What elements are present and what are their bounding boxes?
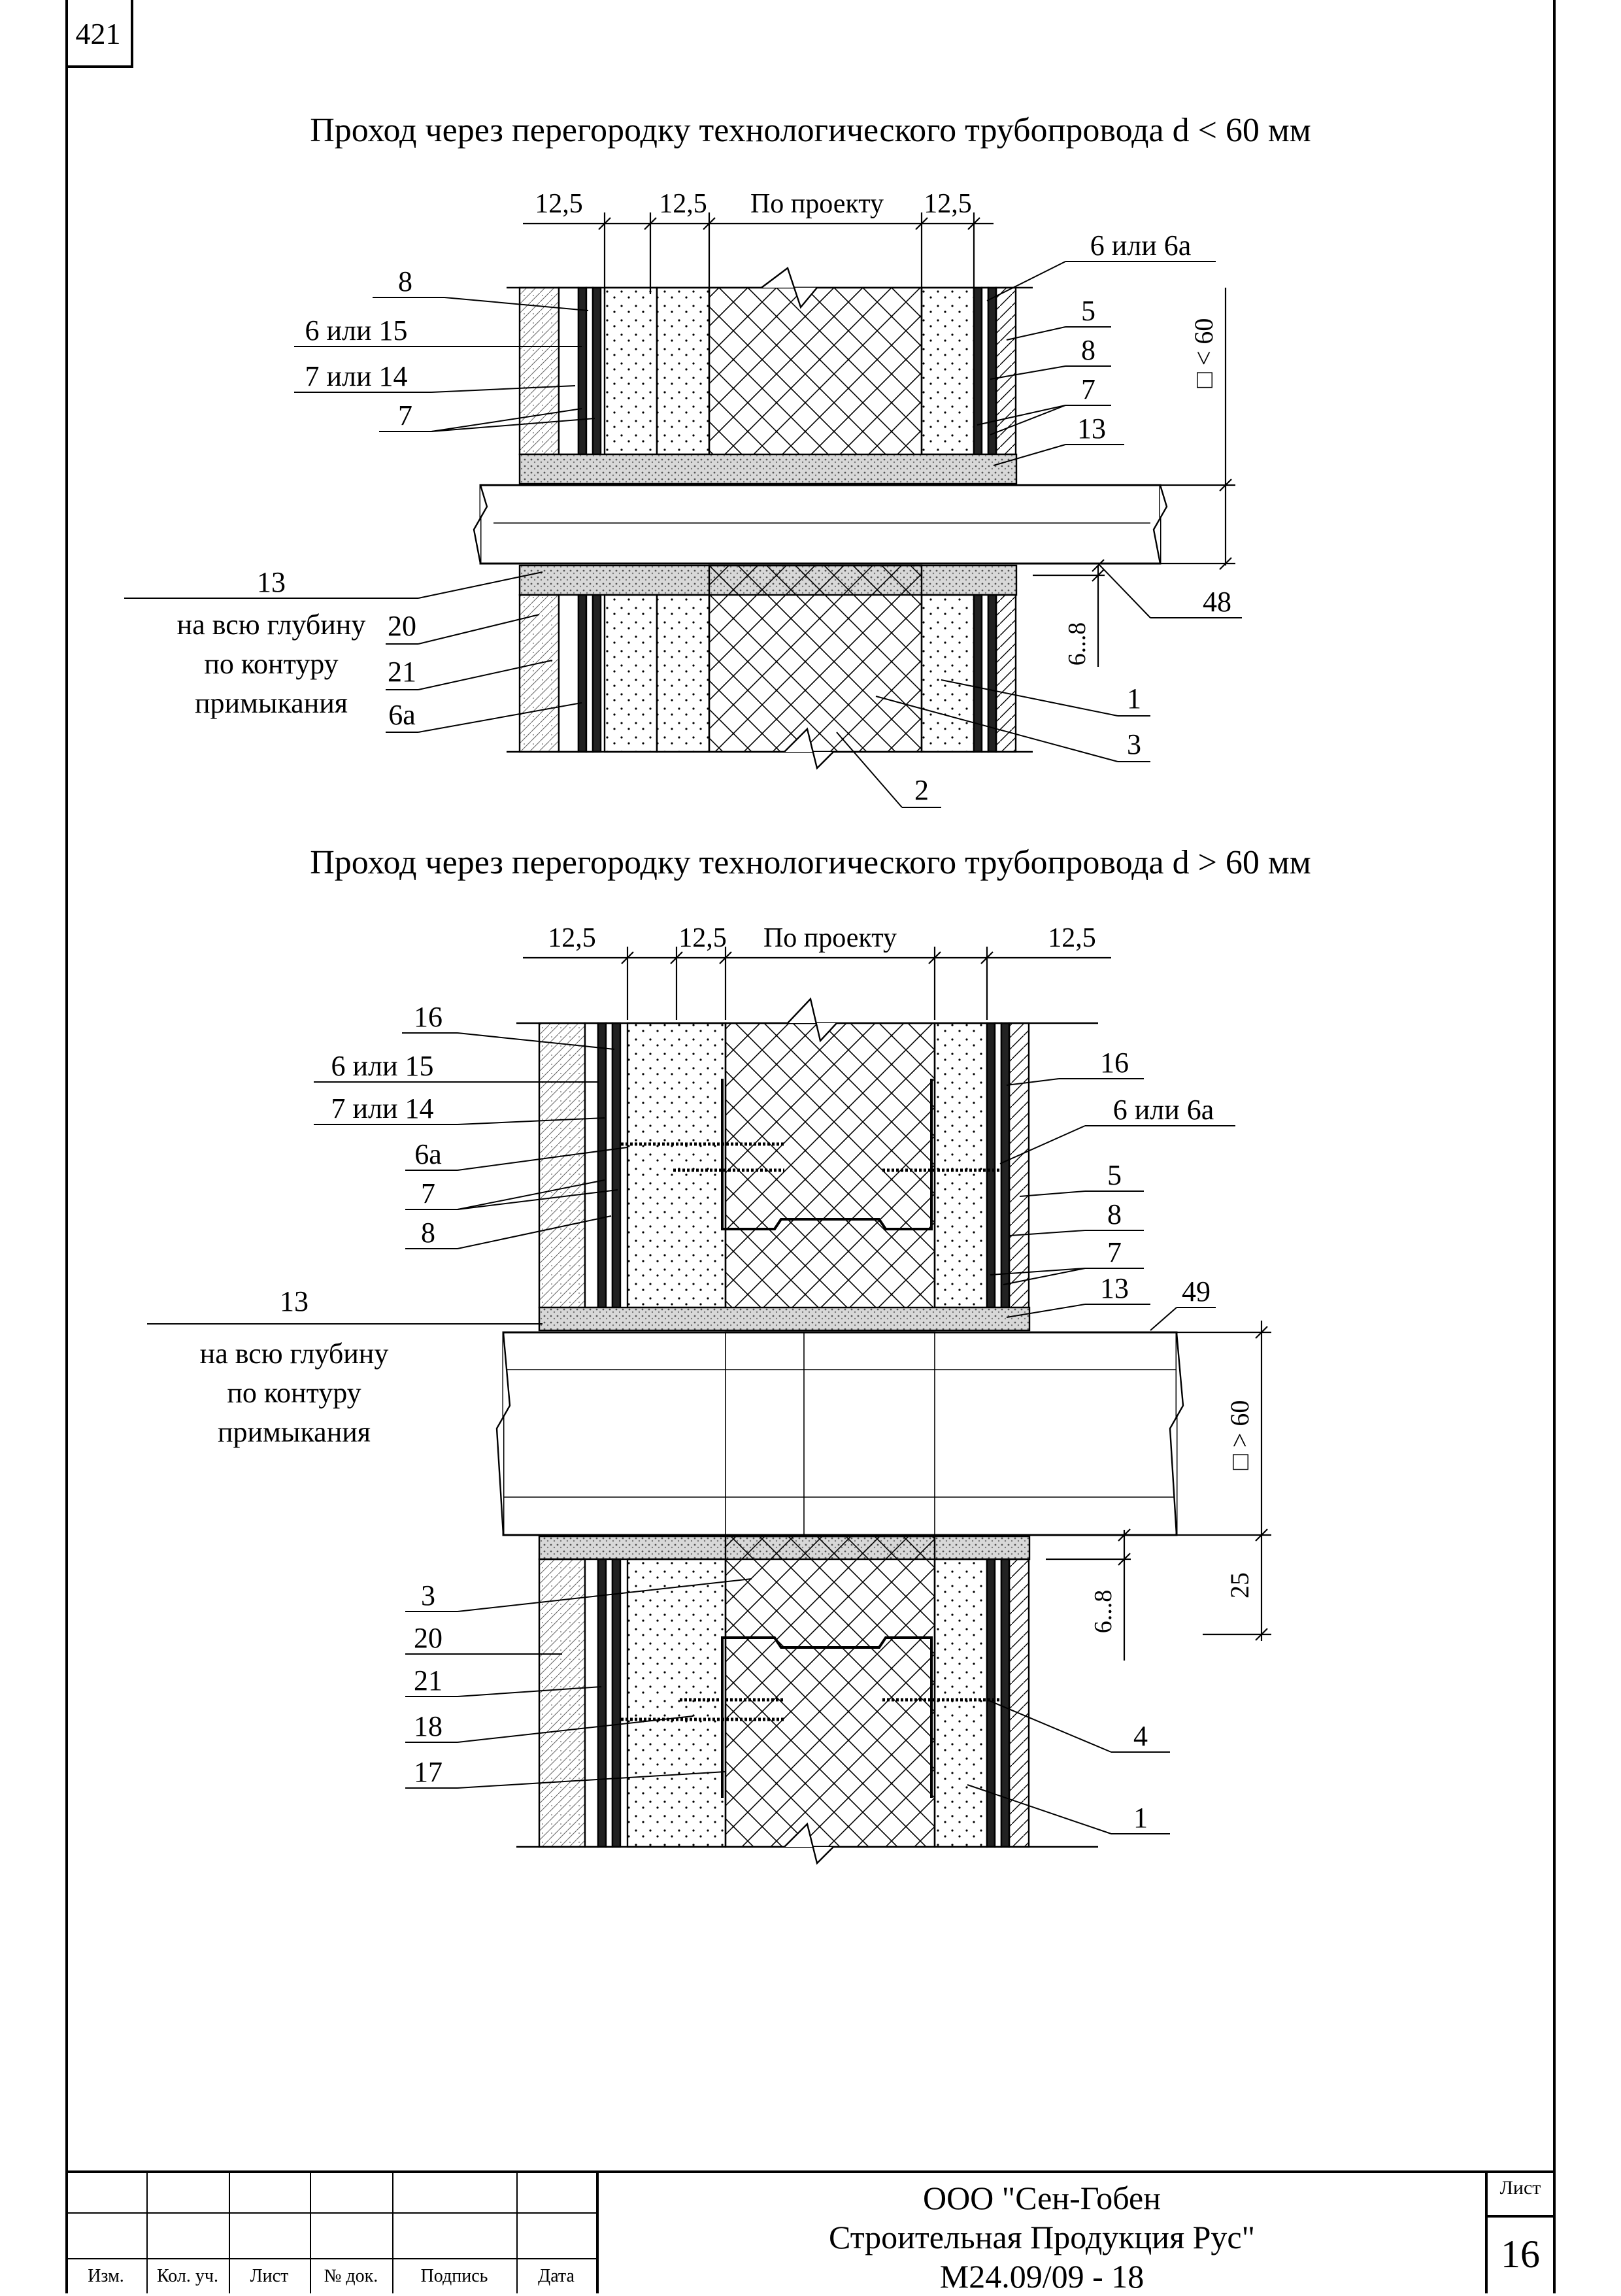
s2-vdim-3: 6...8 <box>1090 1590 1117 1634</box>
s2-lower-left-5: 17 <box>414 1756 443 1788</box>
s2-right-callout-6: 13 <box>1100 1272 1129 1304</box>
s2-vdim-2: 25 <box>1225 1572 1254 1598</box>
section-drawings: 12,5 12,5 По проекту 12,5 <box>124 189 1271 1865</box>
s1-lower-left-20: 20 <box>388 610 416 642</box>
s1-right-callout-3: 8 <box>1081 334 1095 366</box>
section1-title: Проход через перегородку технологическог… <box>310 112 1311 149</box>
s2-right-callout-2: 6 или 6а <box>1113 1094 1214 1126</box>
s1-lower-right-48: 48 <box>1203 586 1231 618</box>
s2-dim-2: 12,5 <box>678 923 727 953</box>
s1-lower-right-3: 3 <box>1127 728 1141 760</box>
s2-lower-right-4: 4 <box>1133 1720 1148 1752</box>
s1-left-callout-4: 7 <box>398 399 412 431</box>
s1-right-callout-4: 7 <box>1081 373 1095 405</box>
page-number: 421 <box>65 0 133 68</box>
s2-lower-left-3: 21 <box>414 1664 443 1697</box>
company-block: ООО "Сен-Гобен Строительная Продукция Ру… <box>599 2173 1485 2295</box>
s2-right-callout-3: 5 <box>1107 1159 1122 1191</box>
revision-grid: Изм. Кол. уч. Лист № док. Подпись Дата <box>65 2173 599 2293</box>
s2-right-callout-7: 49 <box>1182 1275 1211 1308</box>
s1-vdim-2: 6...8 <box>1063 622 1091 666</box>
sheet-label: Лист <box>1499 2177 1541 2199</box>
sheet-frame <box>65 0 1556 2293</box>
s1-right-callout-2: 5 <box>1081 295 1095 327</box>
s1-left-callout-2: 6 или 15 <box>305 314 407 346</box>
s2-left-callout-3: 7 или 14 <box>331 1092 433 1124</box>
s2-left-callout-4: 6а <box>414 1138 442 1170</box>
sheet-box: Лист 16 <box>1485 2173 1553 2293</box>
s1-note-line-3: примыкания <box>195 687 348 719</box>
s2-dim-3: По проекту <box>763 923 897 953</box>
s1-dim-4: 12,5 <box>924 189 972 219</box>
s1-lower-right-2: 2 <box>914 774 929 806</box>
s2-vdim-1: □ > 60 <box>1225 1400 1254 1470</box>
header-podpis: Подпись <box>420 2266 488 2286</box>
s2-left-callout-1: 16 <box>414 1001 443 1033</box>
company-line-2: Строительная Продукция Рус" <box>829 2219 1255 2255</box>
s2-lower-left-4: 18 <box>414 1710 443 1742</box>
s2-right-callout-5: 7 <box>1107 1236 1122 1268</box>
section2-drawing: 12,5 12,5 По проекту 12,5 <box>147 923 1271 1865</box>
s2-note-line-3: примыкания <box>218 1416 371 1448</box>
s2-dim-4: 12,5 <box>1048 923 1096 953</box>
s2-note-line-2: по контуру <box>227 1377 361 1409</box>
s1-dim-3: По проекту <box>750 189 884 219</box>
sheet-number: 16 <box>1488 2215 1553 2291</box>
s1-note-line-1: на всю глубину <box>177 609 366 641</box>
s2-right-callout-1: 16 <box>1100 1047 1129 1079</box>
document-code: М24.09/09 - 18 <box>939 2258 1145 2295</box>
header-list: Лист <box>250 2266 289 2286</box>
s1-vdim-1: □ < 60 <box>1189 318 1218 388</box>
s1-left-callout-1: 8 <box>398 265 412 297</box>
s1-right-callout-1: 6 или 6а <box>1090 229 1192 262</box>
s2-right-callout-4: 8 <box>1107 1198 1122 1230</box>
s2-lower-left-2: 20 <box>414 1622 443 1654</box>
section1-drawing: 12,5 12,5 По проекту 12,5 <box>124 189 1242 808</box>
s1-dim-2: 12,5 <box>659 189 707 219</box>
s1-dim-1: 12,5 <box>535 189 583 219</box>
s1-left-callout-3: 7 или 14 <box>305 360 407 392</box>
s1-lower-left-13: 13 <box>257 566 286 598</box>
header-kol-uch: Кол. уч. <box>157 2266 218 2286</box>
s2-note-line-1: на всю глубину <box>200 1338 389 1370</box>
header-data: Дата <box>538 2266 575 2286</box>
s1-note-line-2: по контуру <box>204 648 338 680</box>
s2-left-callout-6: 8 <box>421 1217 435 1249</box>
s2-lower-right-1: 1 <box>1133 1802 1148 1834</box>
company-line-1: ООО "Сен-Гобен <box>922 2180 1161 2216</box>
s1-lower-left-6a: 6а <box>388 699 416 731</box>
section2-title: Проход через перегородку технологическог… <box>310 844 1311 881</box>
s2-left-callout-5: 7 <box>421 1177 435 1209</box>
s2-lower-left-1: 3 <box>421 1579 435 1612</box>
s2-left-callout-2: 6 или 15 <box>331 1050 433 1082</box>
header-no-dok: № док. <box>324 2266 378 2286</box>
s1-lower-right-1: 1 <box>1127 683 1141 715</box>
header-izm: Изм. <box>88 2266 124 2286</box>
s2-mid-left-13: 13 <box>280 1285 309 1317</box>
s2-dim-1: 12,5 <box>548 923 596 953</box>
title-block: Изм. Кол. уч. Лист № док. Подпись Дата О… <box>65 2170 1556 2295</box>
s1-lower-left-21: 21 <box>388 656 416 688</box>
s1-right-callout-5: 13 <box>1077 413 1106 445</box>
